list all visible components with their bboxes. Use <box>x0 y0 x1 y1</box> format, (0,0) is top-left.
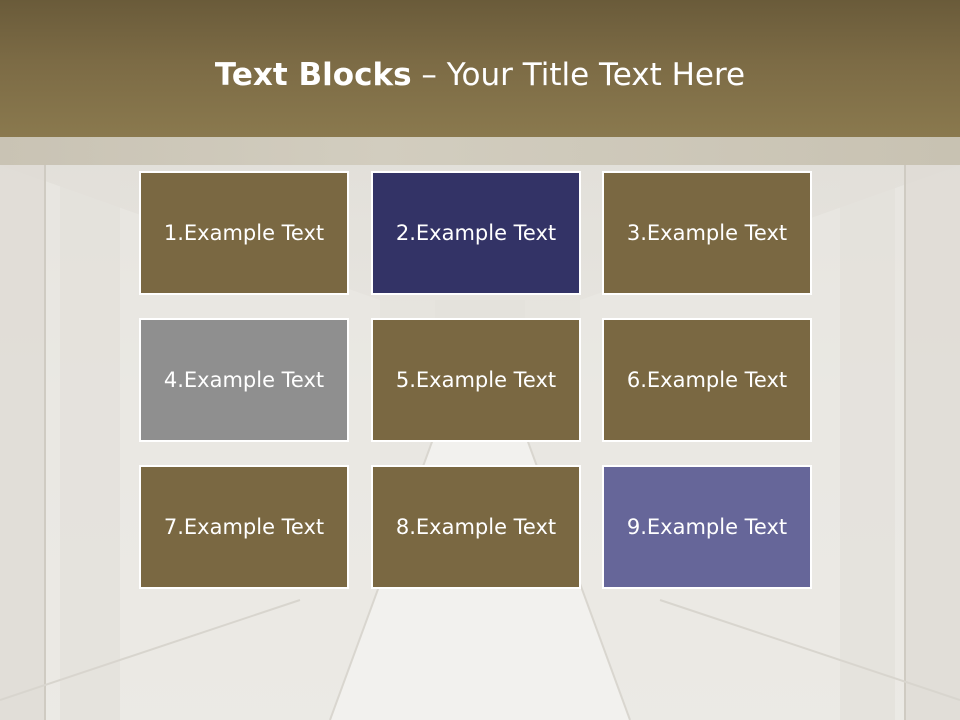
text-block-4-label: 4.Example Text <box>163 368 325 392</box>
text-block-1[interactable]: 1.Example Text <box>139 171 349 295</box>
text-block-6-label: 6.Example Text <box>626 368 788 392</box>
text-block-8-label: 8.Example Text <box>395 515 557 539</box>
text-block-6[interactable]: 6.Example Text <box>602 318 812 442</box>
text-block-5[interactable]: 5.Example Text <box>371 318 581 442</box>
title-bar <box>0 0 960 137</box>
text-block-8[interactable]: 8.Example Text <box>371 465 581 589</box>
text-block-4[interactable]: 4.Example Text <box>139 318 349 442</box>
title-underband <box>0 137 960 165</box>
title-bold: Text Blocks <box>214 57 412 93</box>
text-block-9[interactable]: 9.Example Text <box>602 465 812 589</box>
text-block-2[interactable]: 2.Example Text <box>371 171 581 295</box>
text-block-2-label: 2.Example Text <box>395 221 557 245</box>
text-block-3[interactable]: 3.Example Text <box>602 171 812 295</box>
text-block-9-label: 9.Example Text <box>626 515 788 539</box>
text-block-7-label: 7.Example Text <box>163 515 325 539</box>
text-block-1-label: 1.Example Text <box>163 221 325 245</box>
title-separator: – <box>411 57 447 93</box>
text-block-3-label: 3.Example Text <box>626 221 788 245</box>
text-block-5-label: 5.Example Text <box>395 368 557 392</box>
title-rest: Your Title Text Here <box>446 57 746 93</box>
page-title: Text Blocks – Your Title Text Here <box>0 52 960 98</box>
text-block-7[interactable]: 7.Example Text <box>139 465 349 589</box>
